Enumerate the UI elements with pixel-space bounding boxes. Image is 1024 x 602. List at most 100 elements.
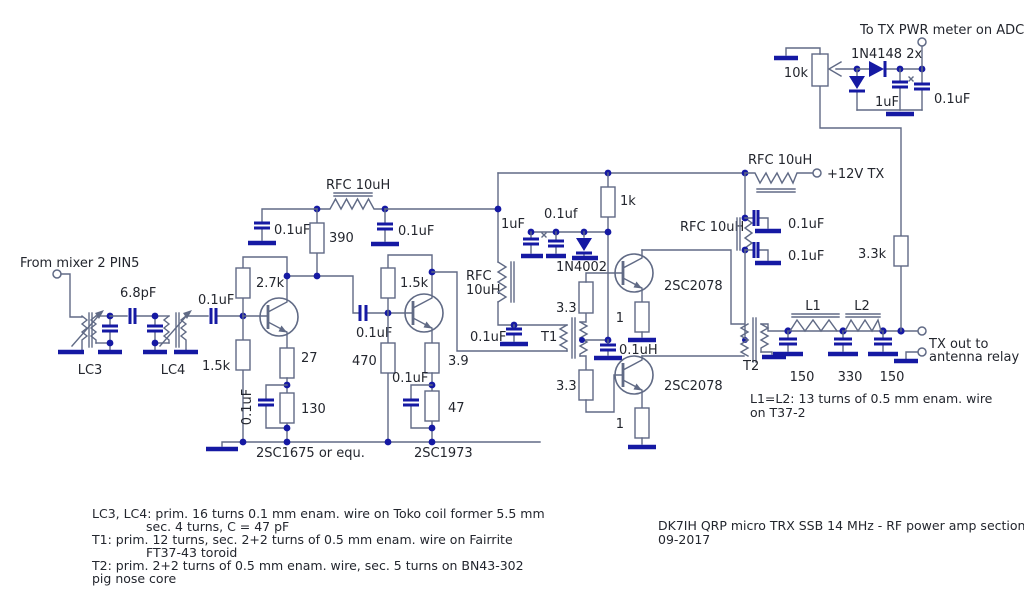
r-470-label: 470 bbox=[352, 354, 377, 369]
coupling-cap-6p8: 6.8pF bbox=[109, 286, 156, 324]
schematic-date: 09-2017 bbox=[658, 532, 710, 547]
input-coupling-cap: 0.1uF bbox=[185, 293, 244, 324]
cap-d1-label: 0.1uF bbox=[788, 217, 824, 232]
q3-base-resistor: 3.3 bbox=[556, 272, 624, 316]
rfc2-inductor: RFC 10uH bbox=[466, 261, 568, 326]
rfc1-inductor: RFC 10uH bbox=[313, 178, 390, 213]
note-line-3: T1: prim. 12 turns, sec. 2+2 turns of 0.… bbox=[91, 532, 513, 547]
note-line-1: LC3, LC4: prim. 16 turns 0.1 mm enam. wi… bbox=[92, 506, 545, 521]
q1-label: 2SC1675 or equ. bbox=[256, 446, 365, 461]
q1-bias-resistors: 1.5k 2.7k bbox=[202, 256, 288, 443]
tx-output-terminals: TX out to antenna relay bbox=[894, 326, 1020, 365]
detector-diodes: 1N4148 2x bbox=[849, 47, 923, 111]
note-line-2: sec. 4 turns, C = 47 pF bbox=[146, 519, 289, 534]
r-3p9-label: 3.9 bbox=[448, 354, 469, 369]
cap-in-label: 0.1uF bbox=[198, 293, 234, 308]
q4-transistor: 2SC2078 bbox=[614, 355, 723, 409]
r-390-label: 390 bbox=[329, 231, 354, 246]
r390-resistor: 390 bbox=[309, 208, 354, 277]
r-47-label: 47 bbox=[448, 401, 465, 416]
q4-label: 2SC2078 bbox=[664, 379, 723, 394]
d-1n4148-label: 1N4148 2x bbox=[851, 47, 922, 62]
pot-10k: 10k bbox=[774, 47, 858, 87]
rfc1-label: RFC 10uH bbox=[326, 178, 390, 193]
note-line-4: FT37-43 toroid bbox=[146, 545, 237, 560]
r-33-bot-label: 3.3 bbox=[556, 379, 577, 394]
r-3k3-label: 3.3k bbox=[858, 247, 887, 262]
q4-base-resistor: 3.3 bbox=[556, 369, 624, 413]
rfc1-left-bypass-cap: 0.1uF bbox=[248, 208, 318, 246]
input-terminal-circle bbox=[52, 269, 62, 279]
r-1k5-in-label: 1.5k bbox=[202, 359, 231, 374]
cap-det-1uf-label: 1uF bbox=[875, 95, 899, 110]
sense-resistor-3k3: 3.3k bbox=[819, 85, 909, 332]
r-1k-label: 1k bbox=[620, 194, 636, 209]
d-1n4002-label: 1N4002 bbox=[556, 260, 607, 275]
rfc4-inductor: RFC 10uH bbox=[680, 172, 754, 343]
cap-c12-label: 0.1uF bbox=[356, 326, 392, 341]
cap-1uf-label: 1uF bbox=[501, 217, 525, 232]
rfc4-top-bypass: 0.1uF bbox=[744, 210, 824, 234]
r-130-label: 130 bbox=[301, 402, 326, 417]
schematic-title: DK7IH QRP micro TRX SSB 14 MHz - RF powe… bbox=[658, 518, 1024, 533]
rfc3-supply-feed: RFC 10uH +12V TX bbox=[741, 153, 884, 193]
cap-rfc-r-label: 0.1uF bbox=[398, 224, 434, 239]
rfc2-label-2: 10uH bbox=[466, 283, 501, 298]
lc3-transformer: LC3 bbox=[58, 310, 122, 378]
center-tap-cap: 0.1uH bbox=[594, 336, 658, 361]
cap-rfc-l-label: 0.1uF bbox=[274, 223, 310, 238]
q2-label: 2SC1973 bbox=[414, 446, 473, 461]
input-label: From mixer 2 PIN5 bbox=[20, 256, 139, 271]
t1-bypass-cap: 0.1uF bbox=[470, 321, 528, 347]
cap-e2-label: 0.1uF bbox=[392, 371, 428, 386]
r-1-top-label: 1 bbox=[616, 311, 624, 326]
txout2-label: antenna relay bbox=[929, 350, 1020, 365]
q3-emitter-resistor: 1 bbox=[616, 301, 656, 343]
cap-d2-label: 0.1uF bbox=[788, 249, 824, 264]
lc4-label: LC4 bbox=[161, 363, 186, 378]
t1-transformer: T1 bbox=[431, 271, 609, 371]
lc4-transformer: LC4 bbox=[143, 310, 198, 378]
r-q2-1k5-label: 1.5k bbox=[400, 276, 429, 291]
q3-label: 2SC2078 bbox=[664, 279, 723, 294]
ground-rail bbox=[206, 438, 541, 452]
q2-transistor: 2SC1973 bbox=[404, 268, 473, 461]
c150b-label: 150 bbox=[880, 370, 905, 385]
lc3-label: LC3 bbox=[78, 363, 103, 378]
pot-10k-label: 10k bbox=[784, 66, 809, 81]
detector-caps: 1uF 0.1uF bbox=[856, 65, 970, 117]
cap-6p8-label: 6.8pF bbox=[120, 286, 156, 301]
cap-det-01uf-label: 0.1uF bbox=[934, 92, 970, 107]
q1-transistor: 2SC1675 or equ. bbox=[242, 275, 365, 461]
input-terminal: From mixer 2 PIN5 bbox=[20, 256, 139, 318]
supply-rail bbox=[494, 172, 746, 263]
output-lpf: L1 L2 150 330 150 bbox=[773, 299, 919, 385]
pwr-meter-label: To TX PWR meter on ADC bbox=[859, 23, 1024, 38]
r-1-bot-label: 1 bbox=[616, 417, 624, 432]
q3-collector-wire bbox=[641, 249, 745, 325]
rfc4-bottom-bypass: 0.1uF bbox=[744, 242, 824, 266]
rfc3-label: RFC 10uH bbox=[748, 153, 812, 168]
rfc1-right-bypass-cap: 0.1uF bbox=[371, 208, 499, 247]
winding-notes: LC3, LC4: prim. 16 turns 0.1 mm enam. wi… bbox=[91, 506, 545, 586]
cap-01uf-bias-label: 0.1uf bbox=[544, 207, 578, 222]
q4-emitter-resistor: 1 bbox=[616, 407, 656, 450]
r-33-top-label: 3.3 bbox=[556, 301, 577, 316]
t1-label: T1 bbox=[540, 330, 557, 345]
title-block: DK7IH QRP micro TRX SSB 14 MHz - RF powe… bbox=[658, 518, 1024, 547]
note-line-5: T2: prim. 2+2 turns of 0.5 mm enam. wire… bbox=[91, 558, 524, 573]
note-line-6: pig nose core bbox=[92, 571, 176, 586]
c150a-label: 150 bbox=[790, 370, 815, 385]
q2-emitter-network: 3.9 47 0.1uF bbox=[392, 342, 469, 443]
cap-ct-label: 0.1uH bbox=[619, 343, 658, 358]
t2-transformer: T2 bbox=[739, 317, 789, 374]
c330-label: 330 bbox=[838, 370, 863, 385]
r-2k7-label: 2.7k bbox=[256, 276, 285, 291]
v12-label: +12V TX bbox=[827, 167, 884, 182]
q3-transistor: 2SC2078 bbox=[614, 249, 723, 303]
rfc2-label-1: RFC bbox=[466, 269, 492, 284]
lpf-note: L1=L2: 13 turns of 0.5 mm enam. wire on … bbox=[750, 391, 993, 420]
cap-e1-label: 0.1uF bbox=[240, 389, 255, 425]
